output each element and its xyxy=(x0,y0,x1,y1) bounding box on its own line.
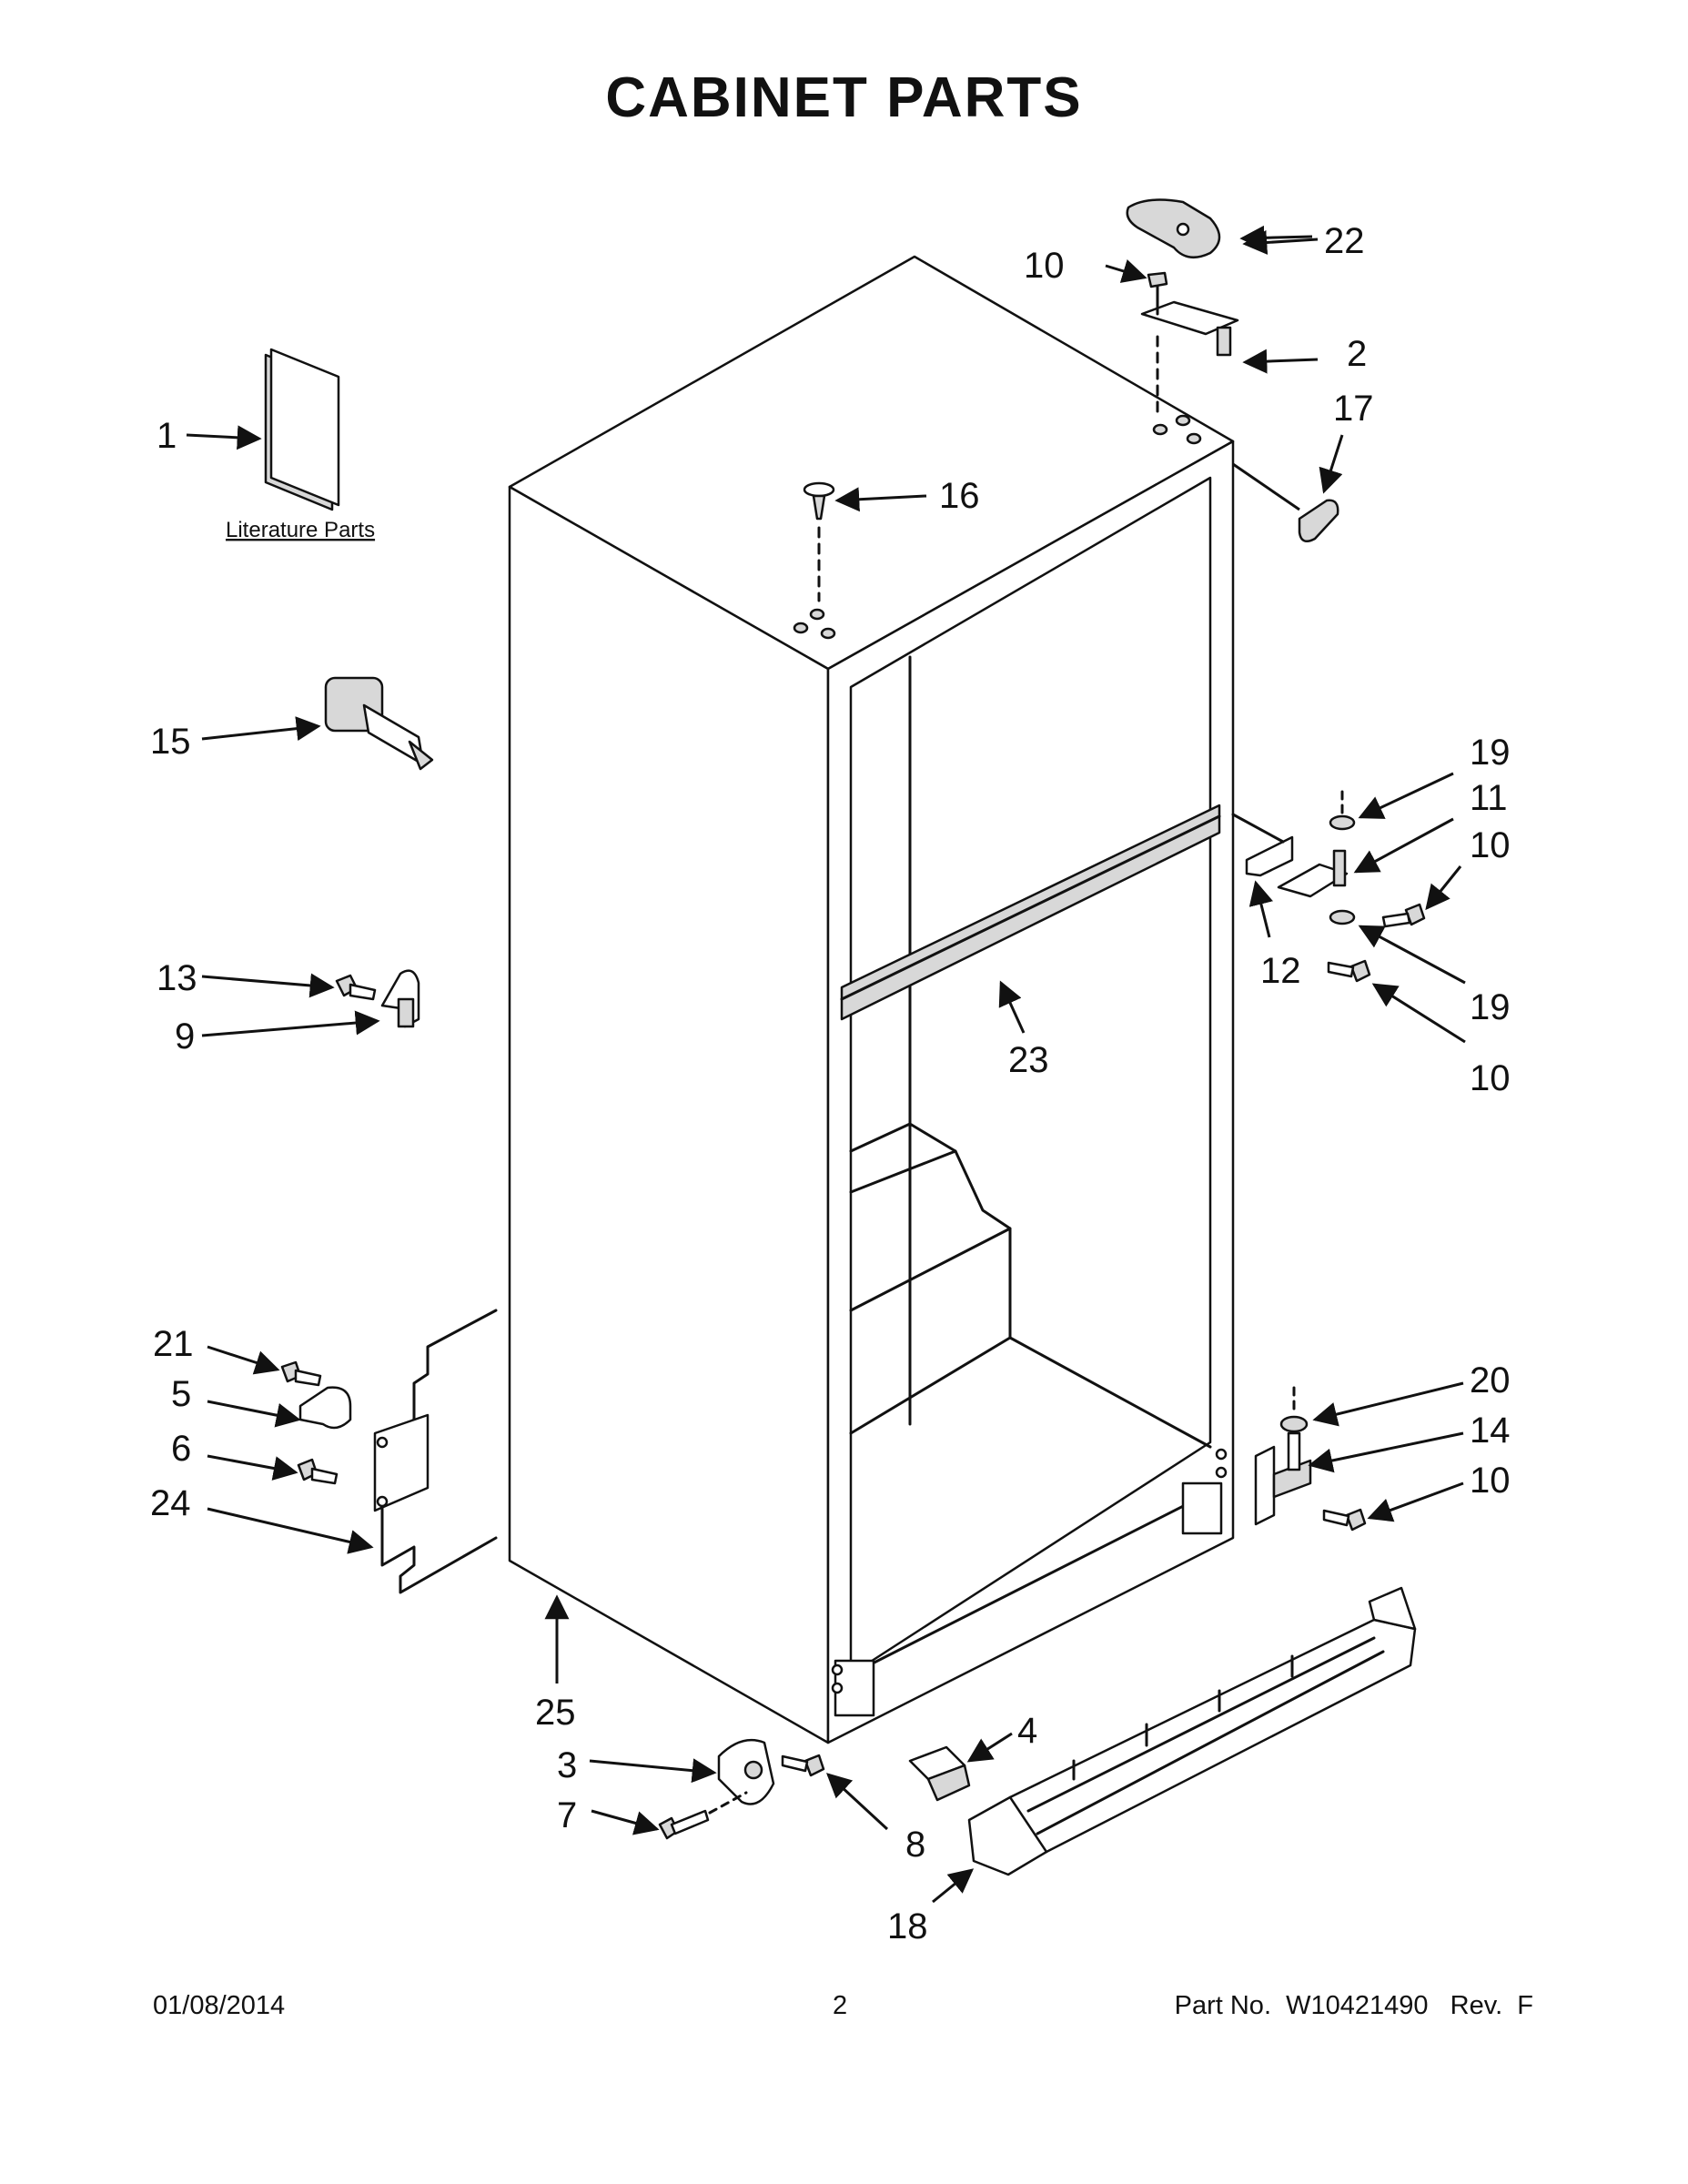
leveling-screw-7-icon xyxy=(658,1809,710,1840)
top-hinge-icon xyxy=(1140,300,1239,357)
callout-10-mid-lower: 10 xyxy=(1470,1058,1511,1098)
callout-19-top: 19 xyxy=(1470,733,1511,773)
callout-19-bottom: 19 xyxy=(1470,987,1511,1027)
callout-15: 15 xyxy=(150,722,191,762)
hinge-cap-icon xyxy=(1298,499,1339,543)
literature-booklet-icon xyxy=(264,348,340,511)
washer-19-top-icon xyxy=(1329,814,1356,831)
callout-1: 1 xyxy=(157,416,177,456)
callout-10-bottom: 10 xyxy=(1470,1461,1511,1501)
callout-6: 6 xyxy=(171,1429,191,1469)
footer-date: 01/08/2014 xyxy=(153,1991,286,2020)
bracket-9-icon xyxy=(380,969,420,1028)
callout-16: 16 xyxy=(939,476,980,516)
leveler-bracket-3-icon xyxy=(717,1738,775,1805)
callout-10-top: 10 xyxy=(1024,246,1065,286)
callout-9: 9 xyxy=(175,1016,195,1057)
center-hinge-12-icon xyxy=(1245,835,1349,898)
base-grille-18-icon xyxy=(967,1586,1417,1876)
callout-12: 12 xyxy=(1260,951,1301,991)
clip-4-icon xyxy=(908,1745,971,1802)
screw-6-icon xyxy=(297,1458,339,1485)
callout-25: 25 xyxy=(535,1693,576,1733)
callout-18: 18 xyxy=(887,1906,928,1946)
callout-20: 20 xyxy=(1470,1360,1511,1400)
callout-3: 3 xyxy=(557,1745,577,1785)
literature-caption: Literature Parts xyxy=(226,518,375,542)
washer-19-bottom-icon xyxy=(1329,909,1356,925)
callout-7: 7 xyxy=(557,1795,577,1835)
footer-part-number: Part No. W10421490 Rev. F xyxy=(1174,1991,1533,2020)
callout-11: 11 xyxy=(1470,778,1508,818)
screw-21-icon xyxy=(280,1360,322,1387)
plug-button-icon xyxy=(803,481,835,521)
cabinet-body xyxy=(508,255,1235,1744)
bolt-8-icon xyxy=(781,1754,825,1777)
screw-10-bottom-icon xyxy=(1322,1508,1367,1532)
page-title: CABINET PARTS xyxy=(605,66,1083,129)
door-stop-icon xyxy=(324,676,434,771)
callout-22: 22 xyxy=(1324,221,1365,261)
callout-2: 2 xyxy=(1347,334,1367,374)
callout-21: 21 xyxy=(153,1324,194,1364)
callout-5: 5 xyxy=(171,1374,191,1414)
hinge-screw-top-icon xyxy=(1147,271,1168,316)
bracket-24-icon xyxy=(373,1413,430,1512)
callout-24: 24 xyxy=(150,1483,191,1523)
callout-10-mid-upper: 10 xyxy=(1470,825,1511,865)
washer-20-icon xyxy=(1279,1415,1309,1433)
screw-10-mid-right-icon xyxy=(1381,903,1426,928)
callout-14: 14 xyxy=(1470,1410,1511,1451)
callout-numbers: 1 2 3 4 5 6 7 8 9 10 10 10 10 11 12 13 1… xyxy=(150,221,1511,1946)
hinge-5-icon xyxy=(298,1386,352,1430)
footer-page-number: 2 xyxy=(833,1991,848,2020)
callout-17: 17 xyxy=(1333,389,1374,429)
callout-8: 8 xyxy=(905,1825,925,1865)
callout-23: 23 xyxy=(1008,1040,1049,1080)
screw-10-mid-left-icon xyxy=(1327,959,1371,983)
callout-13: 13 xyxy=(157,958,197,998)
callout-4: 4 xyxy=(1017,1711,1037,1751)
top-hinge-cover-icon xyxy=(1126,198,1221,259)
bottom-hinge-14-icon xyxy=(1254,1431,1312,1526)
leader-arrows xyxy=(186,225,1466,1904)
screw-13-icon xyxy=(335,974,377,1001)
